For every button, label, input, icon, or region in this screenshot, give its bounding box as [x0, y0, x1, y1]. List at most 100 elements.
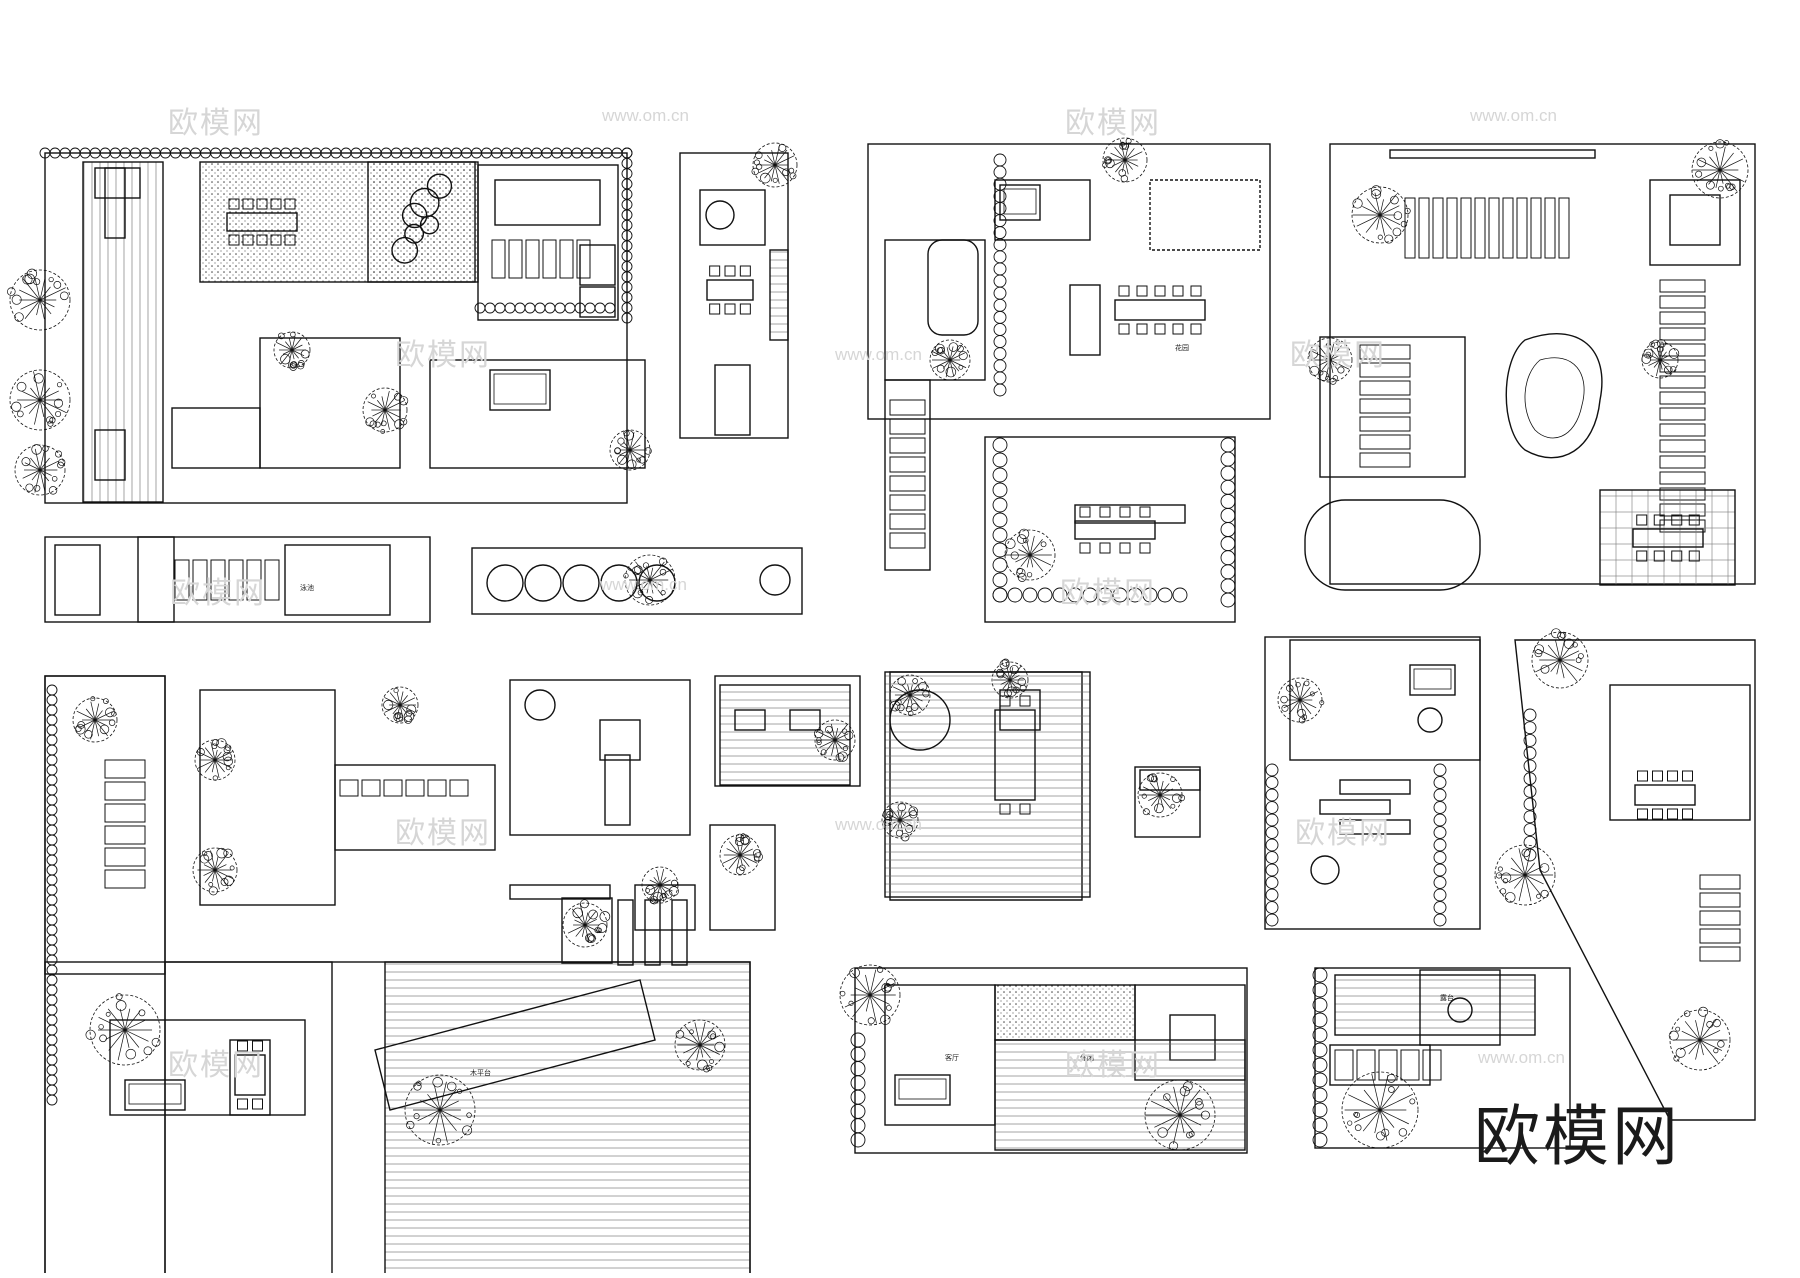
tree-branch — [831, 739, 836, 756]
tree-branch — [646, 579, 651, 594]
tree-symbol — [1102, 137, 1148, 183]
tree-leaf — [588, 909, 598, 920]
tree-branch — [1379, 205, 1400, 216]
tree-leaf — [958, 351, 968, 361]
shrub-symbol — [1265, 801, 1279, 814]
tree-branch — [1329, 345, 1342, 361]
dining-chair — [270, 198, 282, 210]
tree-leaf — [1010, 551, 1019, 560]
plan-boundary — [714, 675, 861, 787]
tree-leaf — [1170, 776, 1176, 782]
sun-lounger — [1659, 295, 1706, 309]
tree-leaf — [1009, 665, 1019, 675]
tree-branch — [28, 399, 41, 414]
tree-leaf — [55, 450, 63, 458]
tree-branch — [76, 710, 96, 721]
tree-canopy — [1144, 1079, 1216, 1151]
tree-branch — [1379, 193, 1397, 216]
plan-label: 休闲 — [1080, 1053, 1094, 1062]
tree-leaf — [753, 852, 763, 862]
storage-box — [579, 244, 616, 286]
tree-symbol — [362, 387, 409, 434]
tree-branch — [39, 299, 55, 308]
tree-branch — [1559, 659, 1565, 679]
shrub-symbol — [554, 302, 566, 314]
sun-lounger — [1432, 197, 1444, 259]
tree-leaf — [1551, 628, 1561, 639]
sun-lounger — [508, 239, 523, 279]
bbq-counter — [1069, 284, 1101, 356]
tree-branch — [291, 349, 295, 360]
bar-area — [334, 764, 496, 851]
tree-branch — [699, 1027, 715, 1046]
shrub-symbol — [46, 1014, 58, 1026]
tree-leaf — [1141, 793, 1147, 799]
tree-leaf — [115, 993, 123, 1001]
tree-branch — [629, 449, 646, 458]
tree-leaf — [14, 312, 24, 322]
tree-symbol — [929, 339, 971, 381]
shrub-symbol — [992, 437, 1008, 453]
tree-branch — [1114, 146, 1126, 161]
sun-lounger — [1359, 452, 1411, 468]
tree-branch — [428, 1109, 441, 1125]
planter-box — [561, 897, 613, 964]
shrub-symbol — [993, 371, 1007, 385]
shrub-symbol — [993, 310, 1007, 324]
sun-lounger — [576, 239, 591, 279]
tree-canopy — [1341, 1071, 1419, 1149]
tree-branch — [618, 449, 631, 465]
tree-branch — [197, 751, 216, 761]
shrub-symbol — [46, 854, 58, 866]
tree-branch — [1299, 691, 1318, 701]
brand-logo-text: 欧模网 — [1474, 1098, 1681, 1175]
tree-branch — [1179, 1089, 1201, 1116]
dining-chair — [1136, 285, 1148, 297]
sun-lounger — [1659, 455, 1706, 469]
tree-leaf — [1171, 793, 1182, 803]
tree-branch — [722, 854, 741, 864]
tree-leaf — [447, 1081, 457, 1092]
tree-branch — [1508, 874, 1526, 884]
tree-leaf — [1016, 567, 1023, 574]
tree-leaf — [1712, 1019, 1721, 1028]
sun-lounger — [1404, 197, 1416, 259]
plan-boundary — [1264, 636, 1481, 930]
shrub-symbol — [494, 302, 506, 314]
tree-branch — [899, 811, 907, 821]
tree-leaf — [1163, 1093, 1171, 1101]
tree-leaf — [1004, 689, 1012, 698]
tree-branch — [1684, 1021, 1701, 1041]
tree-canopy — [814, 719, 856, 761]
tree-branch — [1379, 1109, 1409, 1125]
tree-branch — [384, 393, 399, 411]
tree-canopy — [192, 847, 238, 893]
tree-branch — [204, 747, 216, 761]
tree-leaf — [599, 911, 611, 922]
tree-branch — [899, 819, 907, 828]
tree-leaf — [1723, 140, 1730, 146]
tree-branch — [854, 987, 871, 996]
tree-leaf — [53, 398, 64, 408]
tree-leaf — [212, 739, 219, 746]
tree-leaf — [636, 457, 642, 463]
tree-branch — [834, 739, 849, 747]
tree-branch — [291, 336, 296, 351]
tree-branch — [439, 1081, 447, 1111]
tree-branch — [699, 1044, 720, 1055]
tree-branch — [94, 703, 100, 721]
tree-branch — [575, 924, 586, 937]
tree-canopy — [752, 142, 798, 188]
shrub-symbol — [564, 302, 576, 314]
tree-canopy — [1102, 137, 1148, 183]
tree-leaf — [627, 459, 637, 469]
courtyard-side — [171, 407, 261, 469]
tree-leaf — [697, 1059, 708, 1071]
shrub-symbol — [1523, 810, 1537, 824]
tree-leaf — [1119, 142, 1127, 150]
shrub-symbol — [604, 302, 616, 314]
tree-leaf — [138, 1009, 146, 1017]
tree-branch — [39, 299, 52, 315]
stepping-stone — [401, 202, 428, 229]
tree-leaf — [897, 803, 906, 812]
